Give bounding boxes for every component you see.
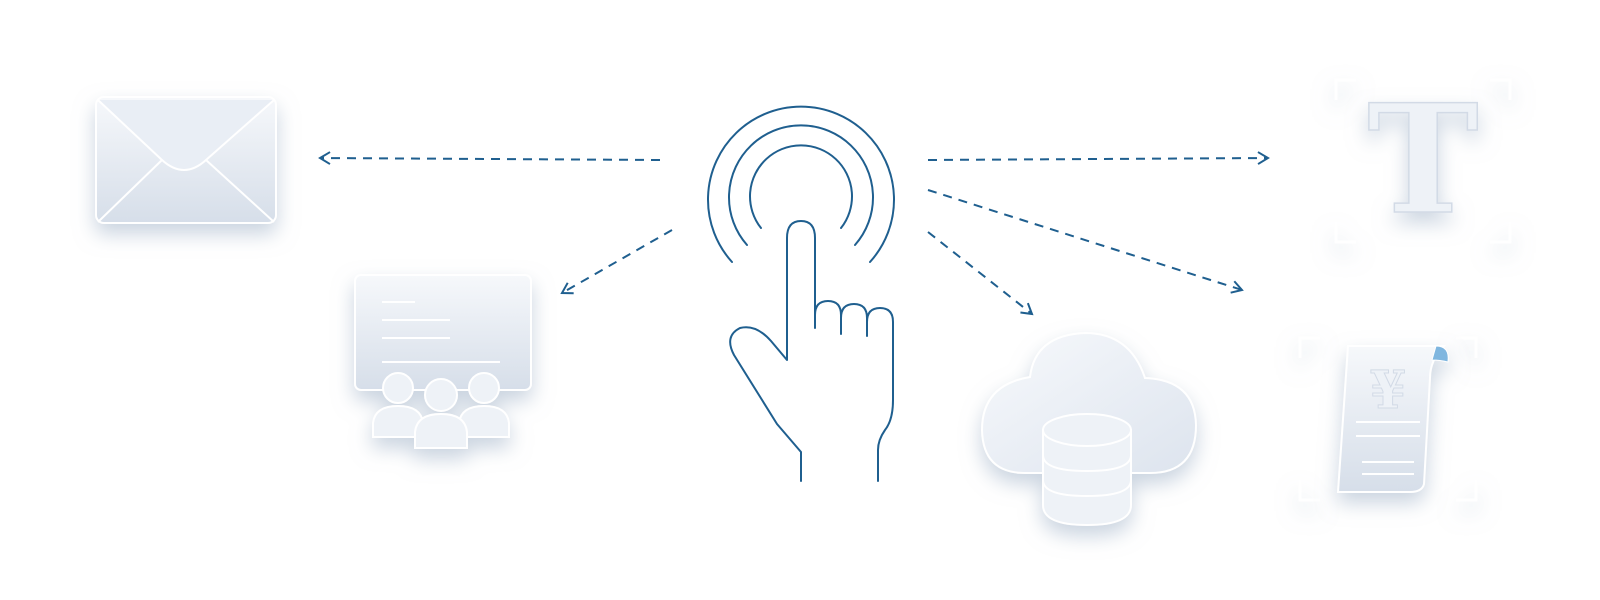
tap-ripple-middle xyxy=(728,124,874,246)
text-glyph: T xyxy=(1367,72,1479,248)
cloud-database-icon xyxy=(980,331,1198,527)
envelope-icon xyxy=(95,96,277,224)
arrow-to-envelope xyxy=(318,151,661,165)
receipt-paper xyxy=(1336,345,1449,493)
connector-arrows xyxy=(318,151,1270,316)
yen-glyph: ¥ xyxy=(1370,360,1406,421)
tap-ripple-outer xyxy=(707,105,895,263)
tap-ripple-inner xyxy=(749,144,853,229)
database-stack xyxy=(1042,413,1132,527)
scan-frame xyxy=(1334,78,1512,244)
tap-hand-icon xyxy=(707,105,895,482)
scan-frame xyxy=(1298,336,1478,502)
arrow-to-receipt xyxy=(927,189,1244,294)
hand-outline xyxy=(729,220,894,482)
receipt-scan-icon: ¥ xyxy=(1298,336,1478,502)
arrow-to-text xyxy=(927,151,1270,165)
arrow-to-cloud xyxy=(927,231,1034,316)
cloud-shape xyxy=(980,331,1198,474)
presentation-audience-icon xyxy=(354,274,532,449)
arrow-to-presentation xyxy=(560,229,673,295)
text-recognition-icon: T xyxy=(1334,71,1512,249)
